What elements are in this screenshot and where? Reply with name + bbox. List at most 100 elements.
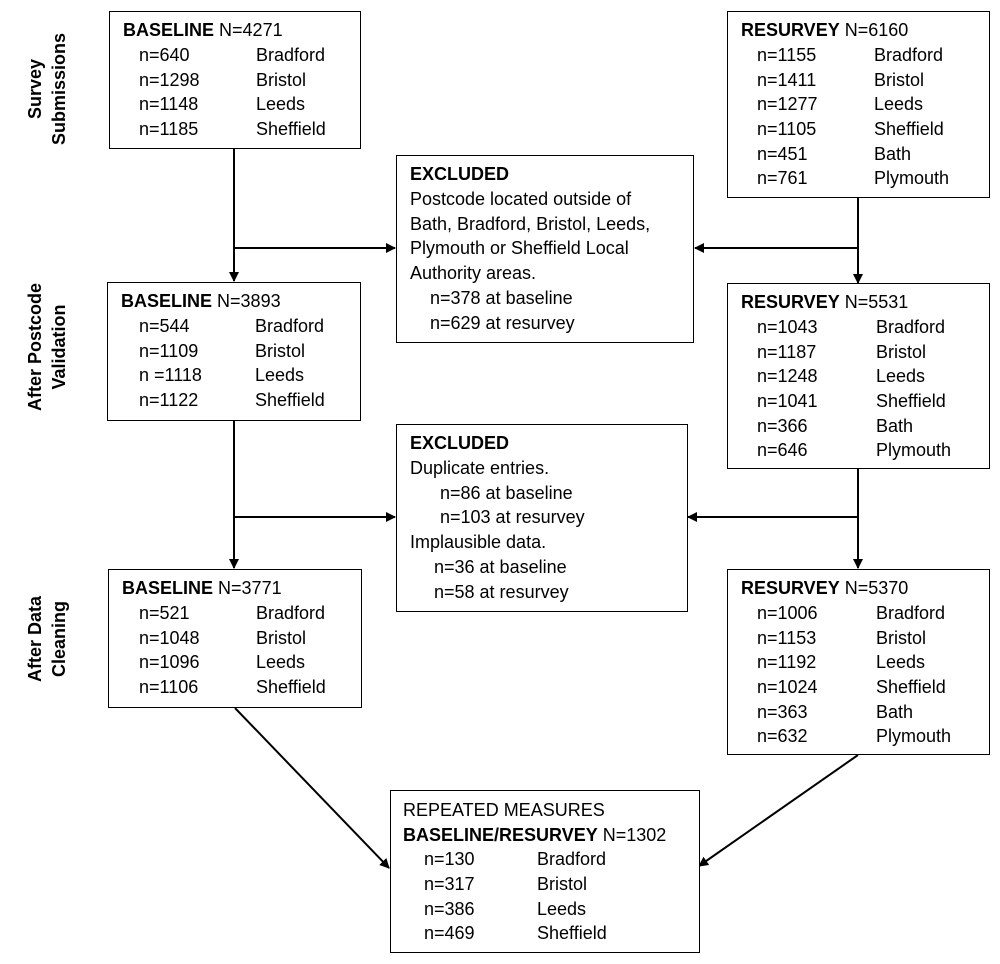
row-n: n=1024 bbox=[757, 677, 818, 697]
excluded-reason-line: Postcode located outside of bbox=[410, 189, 632, 209]
row-n: n=363 bbox=[757, 702, 808, 722]
excluded-reason-line: Bath, Bradford, Bristol, Leeds, bbox=[410, 214, 651, 234]
row-n: n=1192 bbox=[757, 652, 817, 672]
row-city: Bath bbox=[876, 702, 914, 722]
row-n: n=1298 bbox=[139, 70, 200, 90]
row-n: n=1105 bbox=[757, 119, 817, 139]
excluded-implausible-heading: Implausible data. bbox=[410, 532, 547, 552]
row-n: n=1248 bbox=[757, 366, 818, 386]
row-n: n=1148 bbox=[139, 94, 199, 114]
row-n: n=469 bbox=[424, 923, 475, 943]
excluded-count: n=58 at resurvey bbox=[434, 582, 569, 602]
row-n: n=632 bbox=[757, 726, 808, 746]
row-n: n=1096 bbox=[139, 652, 200, 672]
resurvey-postcode-box: RESURVEY N=5531 n=1043 Bradford n=1187 B… bbox=[727, 283, 990, 469]
row-city: Bradford bbox=[876, 603, 946, 623]
baseline-postcode-title: BASELINE N=3893 bbox=[121, 291, 281, 311]
repeated-measures-heading: REPEATED MEASURES bbox=[403, 800, 605, 820]
row-city: Bradford bbox=[876, 317, 946, 337]
excluded-count: n=378 at baseline bbox=[430, 288, 573, 308]
row-n: n =1118 bbox=[139, 365, 202, 385]
row-city: Bath bbox=[876, 416, 914, 436]
row-city: Bradford bbox=[537, 849, 607, 869]
row-n: n=386 bbox=[424, 899, 475, 919]
row-n: n=366 bbox=[757, 416, 808, 436]
row-city: Bristol bbox=[876, 628, 927, 648]
side-label-after-data-cleaning: After Data Cleaning bbox=[25, 595, 69, 683]
row-n: n=544 bbox=[139, 316, 190, 336]
side-label-survey-submissions: Survey Submissions bbox=[25, 32, 69, 146]
excluded-count: n=629 at resurvey bbox=[430, 313, 575, 333]
excluded-cleaning-box: EXCLUDED Duplicate entries. n=86 at base… bbox=[396, 424, 688, 612]
row-city: Bradford bbox=[255, 316, 325, 336]
excluded-postcode-box: EXCLUDED Postcode located outside of Bat… bbox=[396, 155, 694, 343]
resurvey-cleaning-title: RESURVEY N=5370 bbox=[741, 578, 909, 598]
row-city: Bristol bbox=[255, 341, 306, 361]
row-n: n=1048 bbox=[139, 628, 200, 648]
row-city: Sheffield bbox=[874, 119, 944, 139]
row-n: n=1006 bbox=[757, 603, 818, 623]
row-n: n=1043 bbox=[757, 317, 818, 337]
row-city: Bristol bbox=[256, 628, 307, 648]
row-city: Sheffield bbox=[256, 677, 326, 697]
row-city: Sheffield bbox=[255, 390, 325, 410]
resurvey-survey-box: RESURVEY N=6160 n=1155 Bradford n=1411 B… bbox=[727, 11, 990, 198]
excluded-count: n=36 at baseline bbox=[434, 557, 567, 577]
row-n: n=1277 bbox=[757, 94, 818, 114]
row-city: Sheffield bbox=[537, 923, 607, 943]
row-city: Leeds bbox=[537, 899, 587, 919]
baseline-cleaning-title: BASELINE N=3771 bbox=[122, 578, 282, 598]
excluded-count: n=86 at baseline bbox=[440, 483, 573, 503]
row-n: n=1122 bbox=[139, 390, 199, 410]
row-n: n=1109 bbox=[139, 341, 199, 361]
row-city: Sheffield bbox=[876, 677, 946, 697]
row-n: n=1411 bbox=[757, 70, 817, 90]
row-city: Bristol bbox=[876, 342, 927, 362]
repeated-measures-box: REPEATED MEASURES BASELINE/RESURVEY N=13… bbox=[390, 790, 700, 953]
row-n: n=521 bbox=[139, 603, 190, 623]
excluded-reason-line: Authority areas. bbox=[410, 263, 537, 283]
row-city: Bristol bbox=[874, 70, 925, 90]
row-n: n=1155 bbox=[757, 45, 817, 65]
baseline-postcode-box: BASELINE N=3893 n=544 Bradford n=1109 Br… bbox=[107, 282, 361, 421]
row-n: n=451 bbox=[757, 144, 808, 164]
row-city: Leeds bbox=[876, 652, 926, 672]
baseline-survey-title: BASELINE N=4271 bbox=[123, 20, 283, 40]
side-label-after-postcode-validation: After Postcode Validation bbox=[25, 282, 69, 412]
row-n: n=1041 bbox=[757, 391, 818, 411]
baseline-cleaning-box: BASELINE N=3771 n=521 Bradford n=1048 Br… bbox=[108, 569, 362, 708]
row-n: n=1187 bbox=[757, 342, 817, 362]
row-city: Leeds bbox=[255, 365, 305, 385]
excluded-postcode-title: EXCLUDED bbox=[410, 164, 510, 184]
row-city: Leeds bbox=[256, 652, 306, 672]
row-city: Plymouth bbox=[876, 726, 952, 746]
row-n: n=317 bbox=[424, 874, 475, 894]
row-city: Sheffield bbox=[256, 119, 326, 139]
row-city: Bradford bbox=[874, 45, 944, 65]
row-city: Leeds bbox=[256, 94, 306, 114]
row-city: Plymouth bbox=[874, 168, 950, 188]
excluded-cleaning-title: EXCLUDED bbox=[410, 433, 510, 453]
repeated-measures-title: BASELINE/RESURVEY N=1302 bbox=[403, 825, 667, 845]
row-city: Leeds bbox=[876, 366, 926, 386]
row-city: Bradford bbox=[256, 603, 326, 623]
resurvey-postcode-title: RESURVEY N=5531 bbox=[741, 292, 909, 312]
arrow-baseline3-to-repeated bbox=[234, 707, 390, 869]
row-city: Bristol bbox=[256, 70, 307, 90]
row-n: n=646 bbox=[757, 440, 808, 460]
row-n: n=130 bbox=[424, 849, 475, 869]
excluded-duplicate-heading: Duplicate entries. bbox=[410, 458, 550, 478]
row-n: n=1106 bbox=[139, 677, 199, 697]
resurvey-cleaning-box: RESURVEY N=5370 n=1006 Bradford n=1153 B… bbox=[727, 569, 990, 755]
row-city: Bristol bbox=[537, 874, 588, 894]
row-city: Plymouth bbox=[876, 440, 952, 460]
row-city: Sheffield bbox=[876, 391, 946, 411]
arrow-resurvey3-to-repeated bbox=[698, 754, 859, 867]
resurvey-survey-title: RESURVEY N=6160 bbox=[741, 20, 909, 40]
row-city: Leeds bbox=[874, 94, 924, 114]
baseline-survey-box: BASELINE N=4271 n=640 Bradford n=1298 Br… bbox=[109, 11, 361, 149]
row-city: Bath bbox=[874, 144, 912, 164]
row-n: n=640 bbox=[139, 45, 190, 65]
excluded-reason-line: Plymouth or Sheffield Local bbox=[410, 238, 629, 258]
